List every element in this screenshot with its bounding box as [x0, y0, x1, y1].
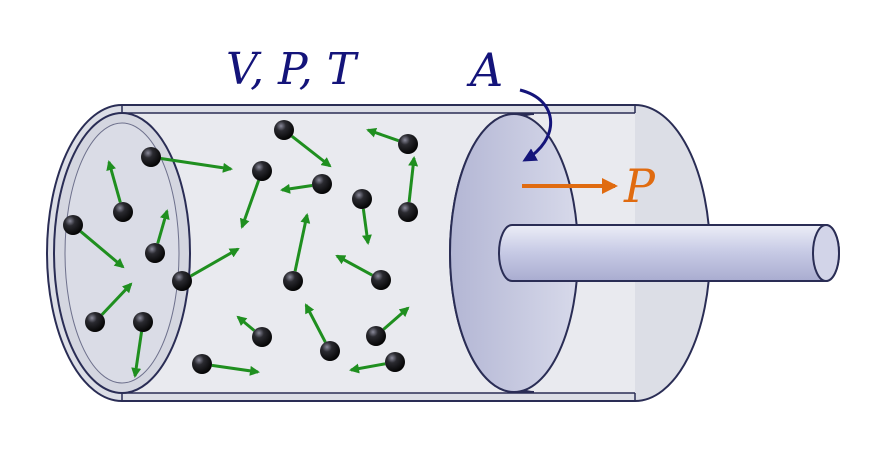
- gas-molecule: [172, 271, 192, 291]
- velocity-arrow: [79, 230, 125, 269]
- gas-molecule: [133, 312, 153, 332]
- rod-end: [812, 224, 840, 282]
- gas-molecule: [274, 120, 294, 140]
- gas-molecule: [283, 271, 303, 291]
- gas-molecule: [312, 174, 332, 194]
- gas-molecule: [113, 202, 133, 222]
- state-variables-label: V, P, T: [226, 44, 360, 95]
- gas-molecule: [398, 202, 418, 222]
- velocity-arrow: [131, 331, 144, 378]
- pressure-label: P: [623, 159, 656, 213]
- gas-molecule: [85, 312, 105, 332]
- area-pointer-arrow: [519, 88, 553, 162]
- velocity-arrow: [211, 363, 260, 376]
- velocity-arrow: [236, 315, 256, 332]
- gas-molecule: [252, 161, 272, 181]
- velocity-arrow: [361, 208, 372, 245]
- velocity-arrow: [160, 156, 233, 173]
- velocity-arrow: [156, 209, 170, 244]
- gas-molecule: [366, 326, 386, 346]
- velocity-arrow: [100, 282, 133, 316]
- gas-molecule: [192, 354, 212, 374]
- gas-molecule: [252, 327, 272, 347]
- velocity-arrow: [382, 306, 410, 331]
- velocity-arrow: [293, 213, 311, 272]
- velocity-arrow: [366, 127, 400, 143]
- velocity-arrow: [349, 362, 386, 374]
- velocity-arrow: [106, 160, 122, 203]
- velocity-arrow: [290, 134, 332, 168]
- piston-rod: [498, 224, 840, 282]
- velocity-arrow: [239, 179, 261, 229]
- velocity-arrow: [280, 183, 313, 194]
- gas-molecule: [145, 243, 165, 263]
- velocity-arrow: [335, 254, 373, 277]
- gas-molecule: [320, 341, 340, 361]
- velocity-arrow: [189, 247, 240, 278]
- gas-molecule: [371, 270, 391, 290]
- gas-molecule: [352, 189, 372, 209]
- gas-molecule: [141, 147, 161, 167]
- area-label: A: [466, 43, 503, 97]
- velocity-arrow: [304, 303, 327, 343]
- velocity-arrow: [407, 156, 419, 203]
- gas-molecule: [398, 134, 418, 154]
- gas-molecule: [63, 215, 83, 235]
- gas-molecule: [385, 352, 405, 372]
- gas-molecules: [63, 120, 419, 378]
